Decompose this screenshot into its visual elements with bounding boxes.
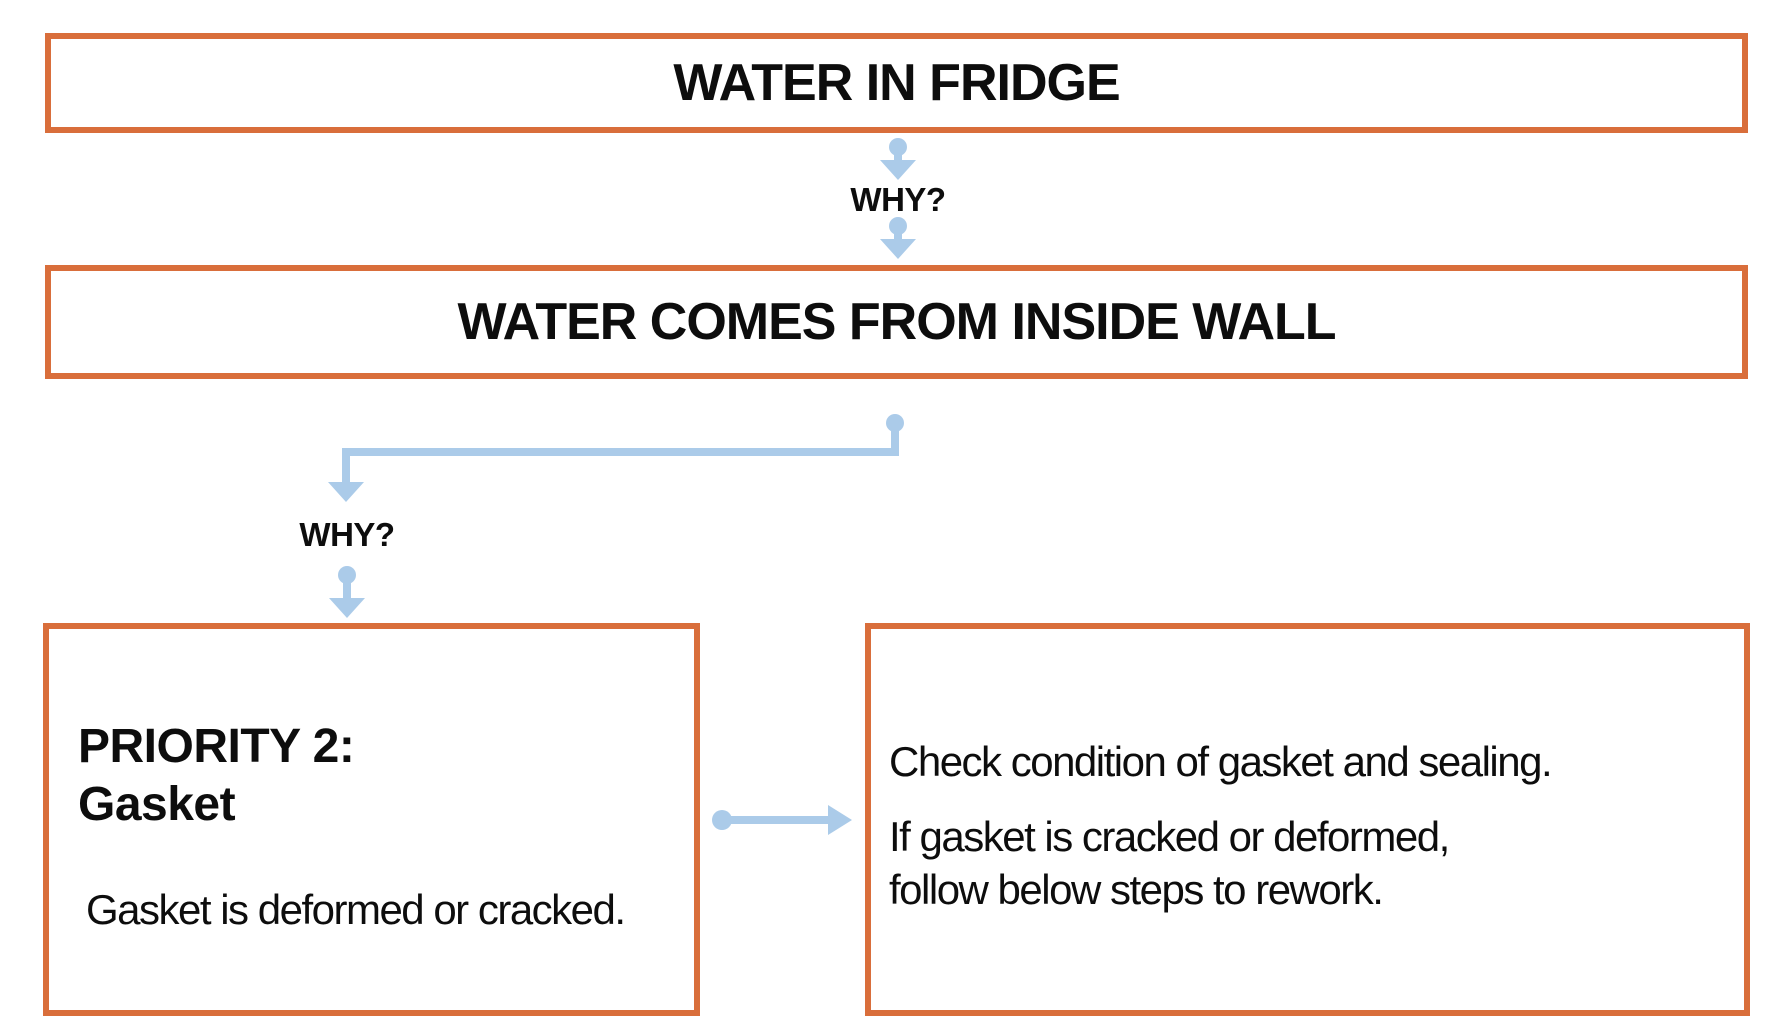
connector-vertical-line xyxy=(342,448,350,484)
connector-arrow-head xyxy=(328,482,364,502)
connector-dot xyxy=(886,414,904,432)
arrow-stem xyxy=(343,581,351,600)
connector-stem xyxy=(891,428,899,454)
action-text: Check condition of gasket and sealing. I… xyxy=(889,735,1553,916)
cause-heading: PRIORITY 2: Gasket xyxy=(78,718,355,834)
why-label-1: WHY? xyxy=(850,181,946,218)
node-priority-2-gasket: PRIORITY 2: Gasket Gasket is deformed or… xyxy=(43,623,700,1016)
cause-description: Gasket is deformed or cracked. xyxy=(86,886,626,933)
cause-heading-line2: Gasket xyxy=(78,778,236,831)
connector-horizontal-line xyxy=(342,448,899,456)
node-water-in-fridge: WATER IN FRIDGE xyxy=(45,33,1748,133)
action-paragraph2-line1: If gasket is cracked or deformed, xyxy=(889,813,1450,860)
why-label-2: WHY? xyxy=(299,516,395,553)
node-check-gasket-action: Check condition of gasket and sealing. I… xyxy=(865,623,1750,1016)
arrow-head xyxy=(329,598,365,618)
cause-heading-line1: PRIORITY 2: xyxy=(78,720,355,773)
arrow-stem xyxy=(720,816,830,824)
arrow-dot xyxy=(889,138,907,156)
arrow-dot xyxy=(338,566,356,584)
node-water-from-inside-wall-label: WATER COMES FROM INSIDE WALL xyxy=(457,293,1336,351)
node-water-in-fridge-label: WATER IN FRIDGE xyxy=(673,54,1120,112)
arrow-dot xyxy=(889,217,907,235)
arrow-head xyxy=(880,239,916,259)
action-paragraph1: Check condition of gasket and sealing. xyxy=(889,738,1553,785)
arrow-head xyxy=(880,160,916,180)
arrow-stem xyxy=(894,232,902,242)
arrow-stem xyxy=(894,153,902,163)
node-water-from-inside-wall: WATER COMES FROM INSIDE WALL xyxy=(45,265,1748,379)
action-paragraph2-line2: follow below steps to rework. xyxy=(889,866,1384,913)
arrow-head xyxy=(828,805,852,835)
